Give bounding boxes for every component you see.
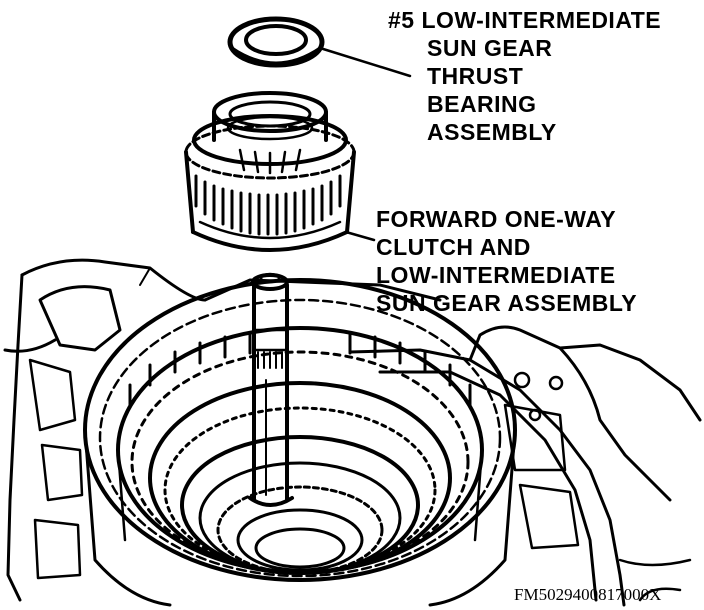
- callout-line: SUN GEAR ASSEMBLY: [376, 290, 638, 316]
- callout-one-way-clutch: FORWARD ONE-WAY CLUTCH AND LOW-INTERMEDI…: [376, 205, 637, 317]
- clutch-drum: [83, 278, 517, 607]
- callout-thrust-bearing: #5 LOW-INTERMEDIATE SUN GEAR THRUST BEAR…: [388, 6, 661, 146]
- figure-code: FM5029400817000X: [514, 585, 662, 604]
- callout-line: FORWARD ONE-WAY: [376, 206, 617, 232]
- callout-line: THRUST: [427, 63, 524, 89]
- callout-line: SUN GEAR: [427, 35, 553, 61]
- input-shaft: [248, 272, 294, 507]
- callout-line: BEARING: [427, 91, 537, 117]
- callout-line: ASSEMBLY: [427, 119, 557, 145]
- thrust-bearing: [227, 16, 325, 68]
- forward-one-way-clutch: [184, 91, 356, 252]
- callout-line: #5 LOW-INTERMEDIATE: [388, 7, 662, 33]
- leader-lines: [318, 46, 412, 242]
- callout-line: CLUTCH AND: [376, 234, 531, 260]
- callout-line: LOW-INTERMEDIATE: [376, 262, 616, 288]
